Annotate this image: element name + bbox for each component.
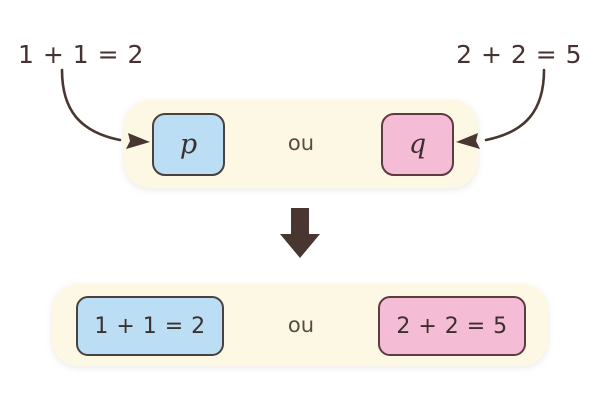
chip-variable-p[interactable]: p xyxy=(152,113,225,176)
substitution-label-left: 1 + 1 = 2 xyxy=(18,40,144,69)
substitution-label-right: 2 + 2 = 5 xyxy=(456,40,582,69)
chip-expression-right[interactable]: 2 + 2 = 5 xyxy=(378,296,526,356)
chip-variable-q[interactable]: q xyxy=(381,113,454,176)
chip-expression-left[interactable]: 1 + 1 = 2 xyxy=(76,296,224,356)
connective-or-top: ou xyxy=(287,131,315,155)
down-arrow-icon xyxy=(280,208,320,258)
connective-or-bottom: ou xyxy=(287,313,315,337)
